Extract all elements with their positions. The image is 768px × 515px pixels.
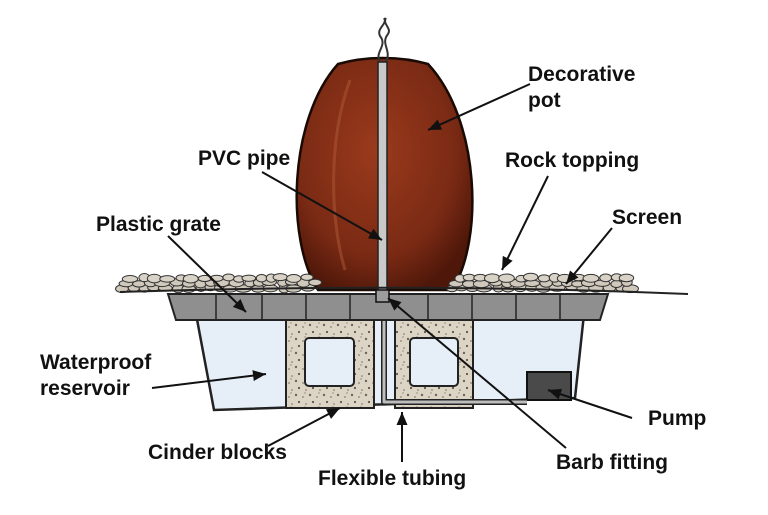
rock <box>523 272 539 282</box>
leader-decorative-pot <box>427 83 531 131</box>
leader-barb-fitting <box>387 297 567 449</box>
leader-plastic-grate-arrowhead <box>232 298 246 312</box>
label-plastic-grate: Plastic grate <box>96 213 221 236</box>
label-waterproof-reservoir: Waterproof reservoir <box>40 351 152 400</box>
water-spout <box>377 17 390 63</box>
leader-decorative-pot-arrowhead <box>428 119 443 130</box>
rock <box>159 275 176 283</box>
rock <box>182 273 199 284</box>
pvc-pipe <box>377 61 388 299</box>
rock <box>599 273 613 283</box>
leader-barb-fitting-arrowhead <box>388 298 402 311</box>
rock <box>255 273 268 283</box>
rock <box>300 273 314 281</box>
rock <box>582 273 600 283</box>
leader-rock-topping <box>501 175 549 271</box>
rock <box>286 274 302 283</box>
leader-cinder-blocks-arrowhead <box>325 408 340 419</box>
leader-plastic-grate <box>167 235 247 313</box>
label-cinder-blocks: Cinder blocks <box>148 441 287 464</box>
rock <box>121 275 139 283</box>
plastic-grate <box>166 293 610 321</box>
leader-lines <box>151 83 633 462</box>
leader-pvc-pipe <box>261 171 383 241</box>
label-pump: Pump <box>648 407 707 430</box>
rock <box>272 273 288 282</box>
leader-waterproof-reservoir <box>151 373 267 389</box>
rock <box>484 273 501 284</box>
leader-flexible-tubing-arrowhead <box>396 412 408 425</box>
leader-screen-arrowhead <box>566 270 579 284</box>
label-flexible-tubing: Flexible tubing <box>318 467 467 490</box>
flexible-tubing <box>381 298 527 405</box>
leader-cinder-blocks <box>267 407 341 447</box>
rock <box>618 273 635 283</box>
leader-waterproof-reservoir-arrowhead <box>252 370 266 382</box>
rock <box>308 278 323 287</box>
rock <box>146 273 162 284</box>
label-pvc-pipe: PVC pipe <box>198 147 291 170</box>
screen <box>119 286 689 295</box>
rock <box>498 273 515 283</box>
leader-pump-arrowhead <box>548 388 563 400</box>
rock <box>241 274 257 282</box>
leader-pvc-pipe-arrowhead <box>367 228 382 240</box>
label-screen: Screen <box>612 206 683 229</box>
waterproof-reservoir <box>194 312 586 412</box>
label-rock-topping: Rock topping <box>505 149 640 172</box>
cinder-block-right <box>394 317 474 409</box>
barb-fitting <box>375 289 390 303</box>
leader-pump <box>547 389 633 419</box>
cinder-block-left <box>285 317 375 409</box>
rock <box>222 273 235 282</box>
label-decorative-pot: Decorative pot <box>528 63 636 112</box>
label-barb-fitting: Barb fitting <box>556 451 668 474</box>
leader-rock-topping-arrowhead <box>502 255 513 270</box>
rock <box>537 274 551 283</box>
